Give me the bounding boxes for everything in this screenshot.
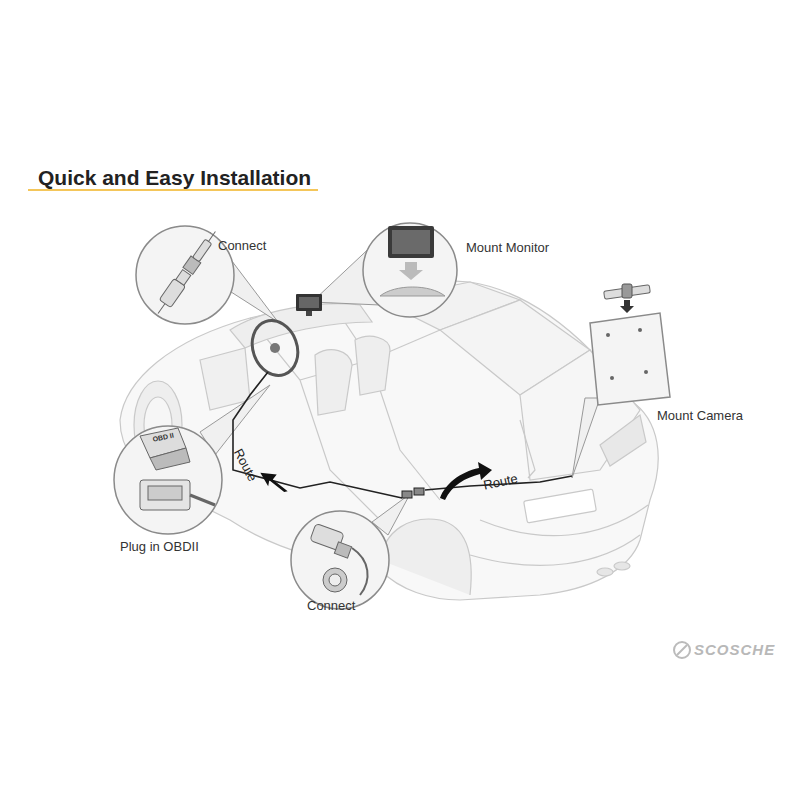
- brand-logo: [674, 642, 690, 658]
- callout-panel-shape: [590, 313, 670, 405]
- camera-icon-part: [604, 285, 651, 299]
- dash-monitor-part: [299, 297, 319, 308]
- car-body-part: [250, 318, 380, 520]
- car-body-part: [480, 505, 648, 536]
- step-label: Connect: [307, 598, 355, 613]
- car-body-part: [300, 360, 370, 380]
- leader-cones-part: [200, 385, 270, 455]
- car-body-part: [370, 330, 440, 360]
- camera-wire-part: [402, 491, 412, 498]
- dash-monitor: [296, 294, 322, 316]
- steering-wheel-part: [270, 343, 280, 353]
- car-body-part: [470, 535, 640, 565]
- camera-icon-part: [620, 300, 634, 313]
- callout-circle-shape: [363, 223, 457, 317]
- callout-circle: Mount Camera: [582, 305, 672, 407]
- callout-circle: Connect: [290, 510, 390, 610]
- dash-monitor-part: [306, 311, 312, 316]
- callout-outline: [582, 305, 672, 407]
- callout-circle-shape: [114, 426, 222, 534]
- step-label: Mount Monitor: [466, 240, 549, 255]
- route-label: Route: [482, 471, 519, 493]
- step-label: Mount Camera: [657, 408, 743, 423]
- leader-cones-part: [572, 398, 600, 478]
- camera-wire-part: [233, 372, 402, 498]
- title-underline: [28, 189, 318, 191]
- car-body-part: [614, 562, 630, 570]
- step-label: Plug in OBDII: [120, 539, 199, 554]
- car-body-part: [524, 489, 597, 523]
- route-label: Route: [231, 446, 261, 484]
- brand-logo-part: [677, 645, 687, 655]
- car-body-part: [230, 304, 372, 348]
- steering-wheel-part: [245, 314, 305, 382]
- callout-circle: Mount Monitor: [362, 222, 458, 318]
- camera-wire-part: [414, 488, 424, 495]
- car-body-part: [330, 300, 440, 500]
- car-body-part: [355, 336, 390, 395]
- step-label: Connect: [218, 238, 266, 253]
- callout-circle: Plug in OBDII: [113, 425, 223, 535]
- callout-outline: [362, 222, 458, 318]
- brand-logo-part: [674, 642, 690, 658]
- car-body-part: [597, 568, 613, 576]
- callout-circle: Connect: [135, 225, 235, 325]
- callout-outline: [290, 510, 390, 610]
- route-arrows-part: [257, 469, 292, 493]
- callout-outline: [113, 425, 223, 535]
- route-arrows: [257, 462, 492, 500]
- camera-icon-part: [622, 284, 632, 298]
- car-body-part: [440, 300, 590, 395]
- callout-circle-shape: [291, 511, 389, 609]
- car-body-part: [600, 415, 646, 466]
- car-body-part: [520, 420, 535, 478]
- dash-monitor-part: [296, 294, 322, 311]
- diagram-title: Quick and Easy Installation: [38, 166, 311, 190]
- camera-wire: [233, 372, 572, 498]
- brand-watermark: SCOSCHE: [694, 641, 775, 658]
- steering-wheel: [245, 314, 305, 382]
- car-body-part: [315, 350, 352, 415]
- car-body-part: [200, 348, 250, 410]
- car-body-part: [380, 519, 471, 595]
